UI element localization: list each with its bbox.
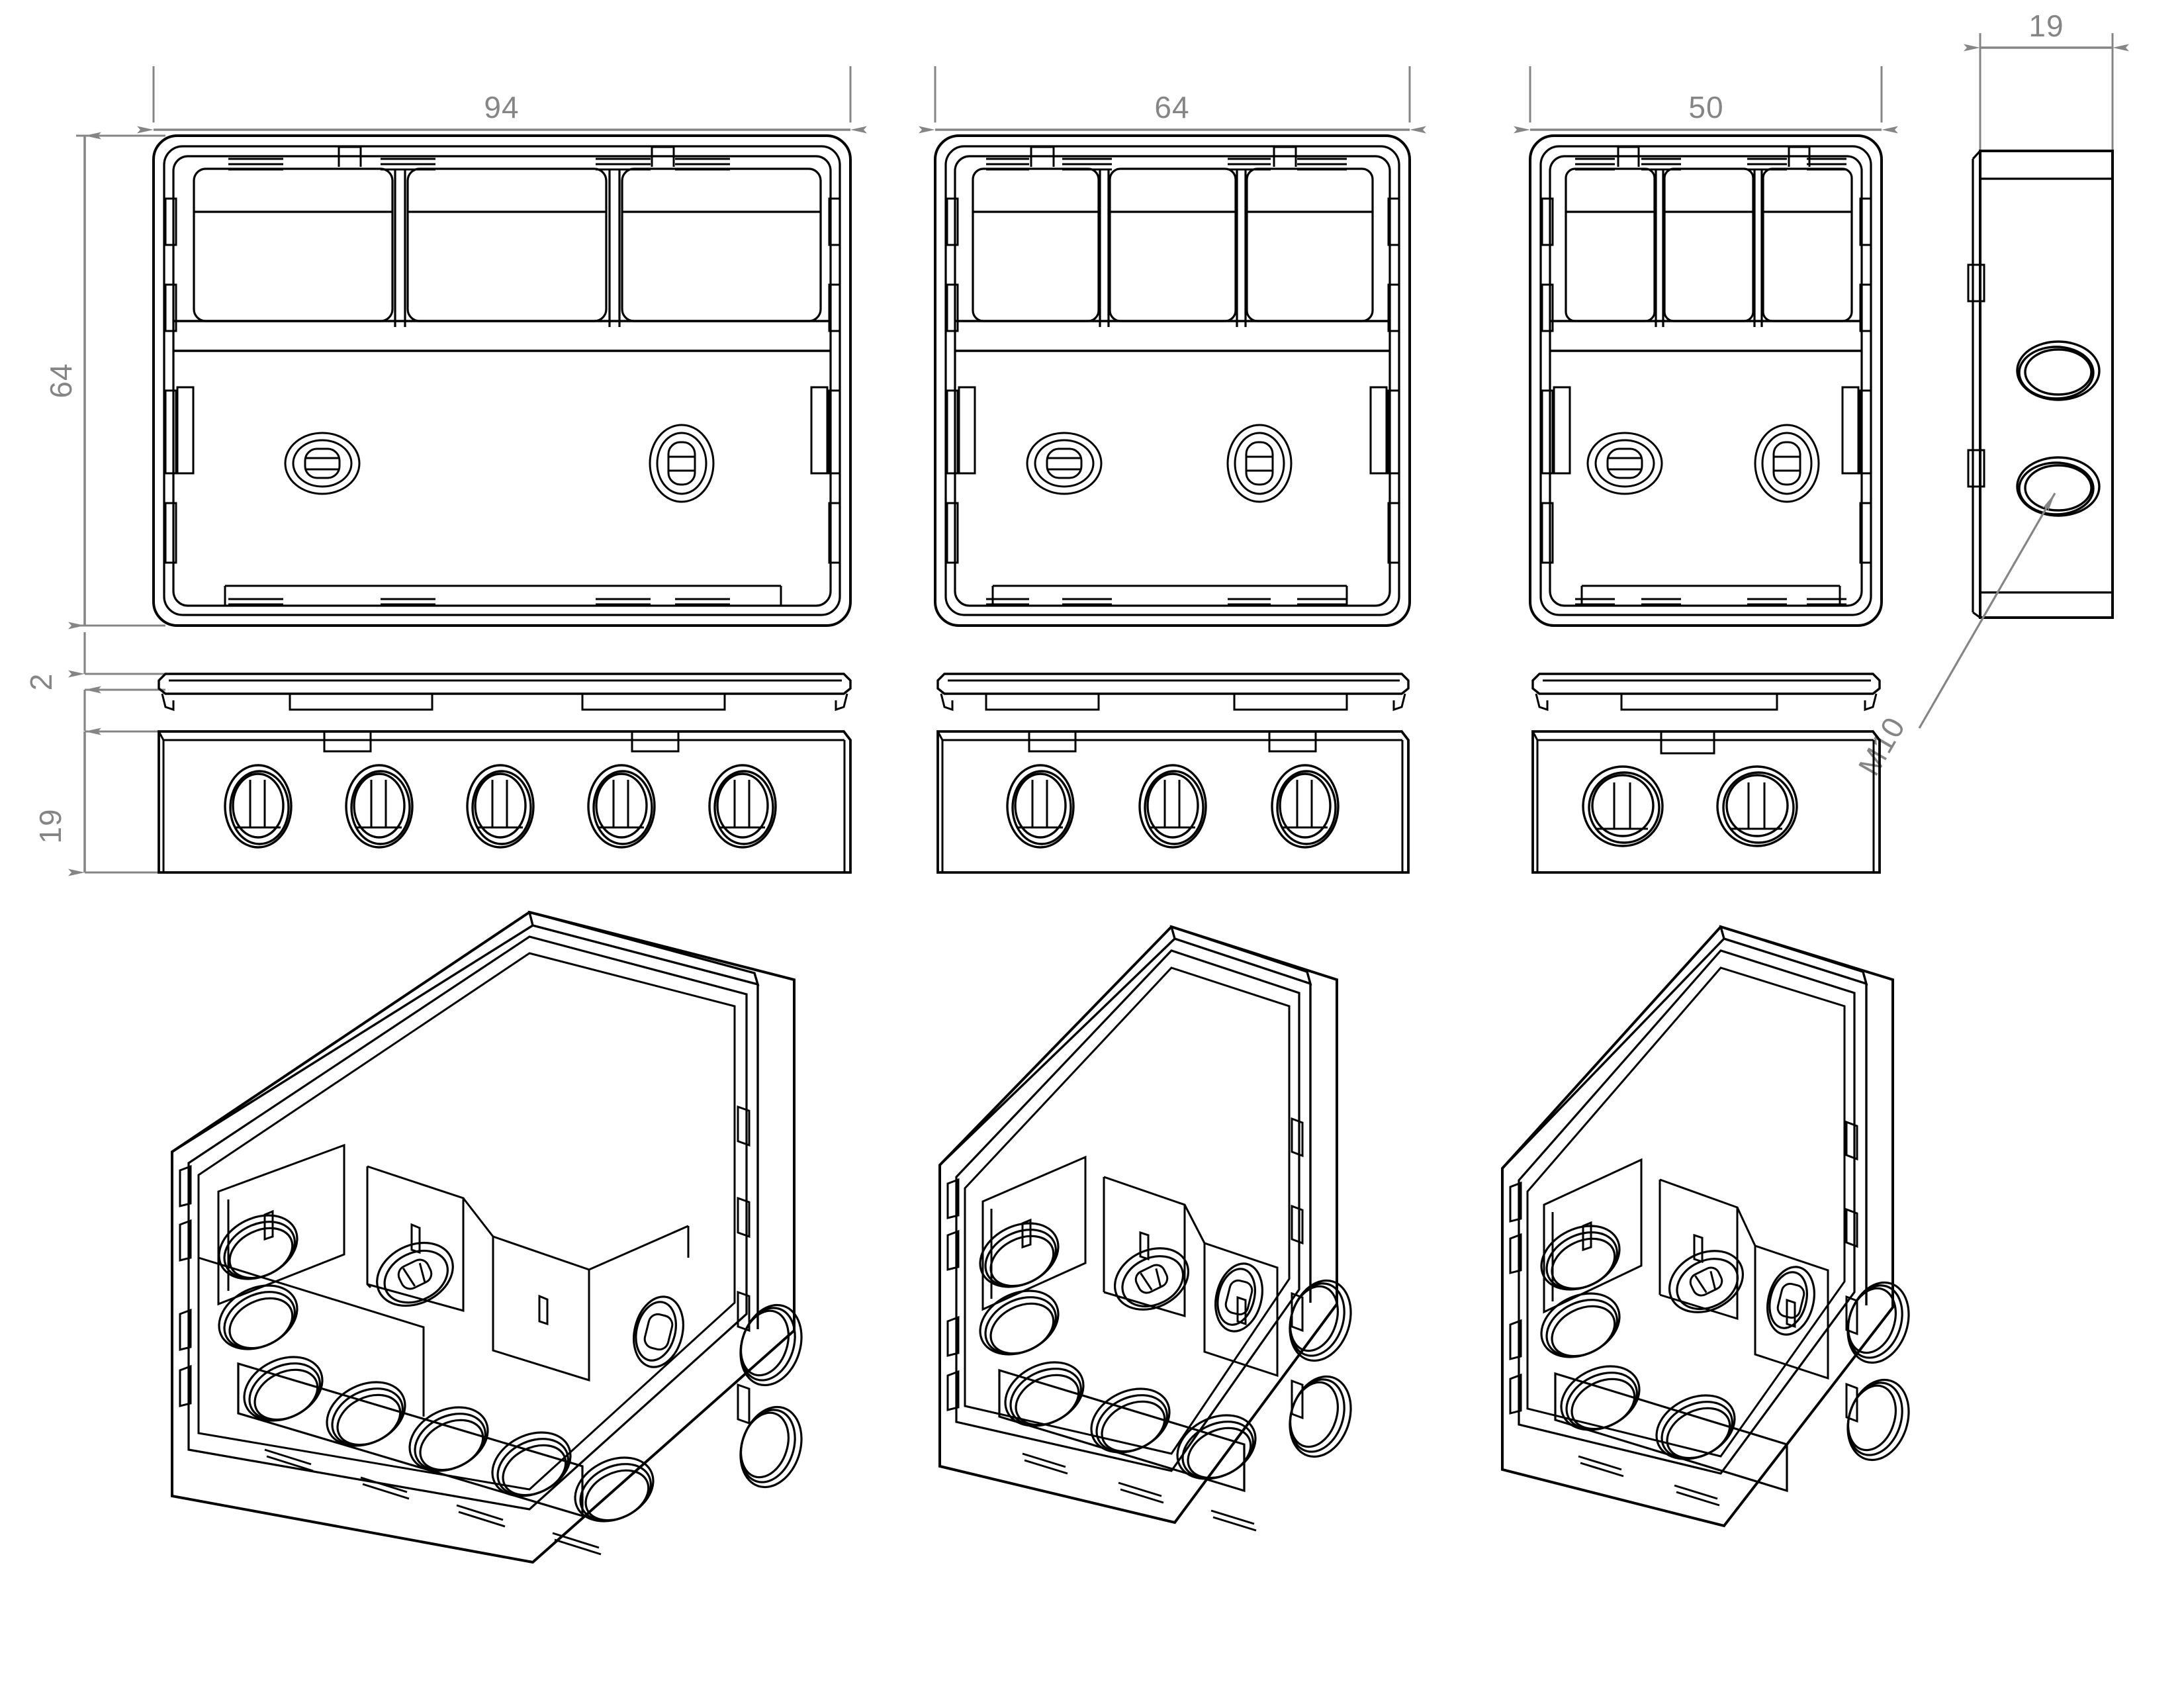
- dimension-2-thickness-label: 2: [24, 673, 58, 691]
- dimension-64-height-label: 64: [44, 363, 78, 398]
- iso-right-entries-medium: [1214, 1262, 1362, 1466]
- isometric-view-medium: [938, 925, 1362, 1532]
- lid-section-small: [1531, 673, 1881, 712]
- dimension-64-height: 64: [44, 132, 165, 630]
- lid-section-medium: [936, 673, 1410, 712]
- iso-back-bosses-medium: [968, 1209, 1190, 1368]
- iso-right-entries-large: [633, 1295, 813, 1497]
- dimension-50: 50: [1514, 66, 1898, 134]
- iso-back-bosses-small: [1529, 1212, 1745, 1371]
- front-view-medium: [934, 134, 1411, 627]
- front-view-small: [1529, 134, 1883, 627]
- side-entry-upper: [2016, 340, 2101, 401]
- dimension-19-width: 19: [1964, 9, 2129, 79]
- body-section-small: [1531, 730, 1881, 874]
- body-section-large: [158, 730, 852, 874]
- dimension-64-width: 64: [919, 66, 1426, 134]
- dimension-50-label: 50: [1688, 90, 1723, 124]
- dimension-94-label: 94: [484, 90, 519, 124]
- dimension-2-thickness: 2: [24, 632, 165, 731]
- isometric-view-large: [171, 910, 813, 1564]
- lid-section-large: [158, 673, 852, 712]
- dimension-94: 94: [137, 66, 867, 134]
- side-entry-lower: [2016, 456, 2101, 517]
- dimension-19-width-label: 19: [2028, 9, 2064, 43]
- side-view-right: M10: [1851, 79, 2114, 781]
- dimension-64-width-label: 64: [1154, 90, 1189, 124]
- front-view-large: [152, 134, 852, 627]
- iso-back-bosses: [207, 1201, 454, 1363]
- iso-right-entries-small: [1766, 1266, 1920, 1470]
- dimension-19-height: 19: [33, 727, 165, 876]
- body-section-medium: [936, 730, 1410, 874]
- isometric-view-small: [1501, 925, 1920, 1528]
- dimension-19-height-label: 19: [33, 808, 68, 843]
